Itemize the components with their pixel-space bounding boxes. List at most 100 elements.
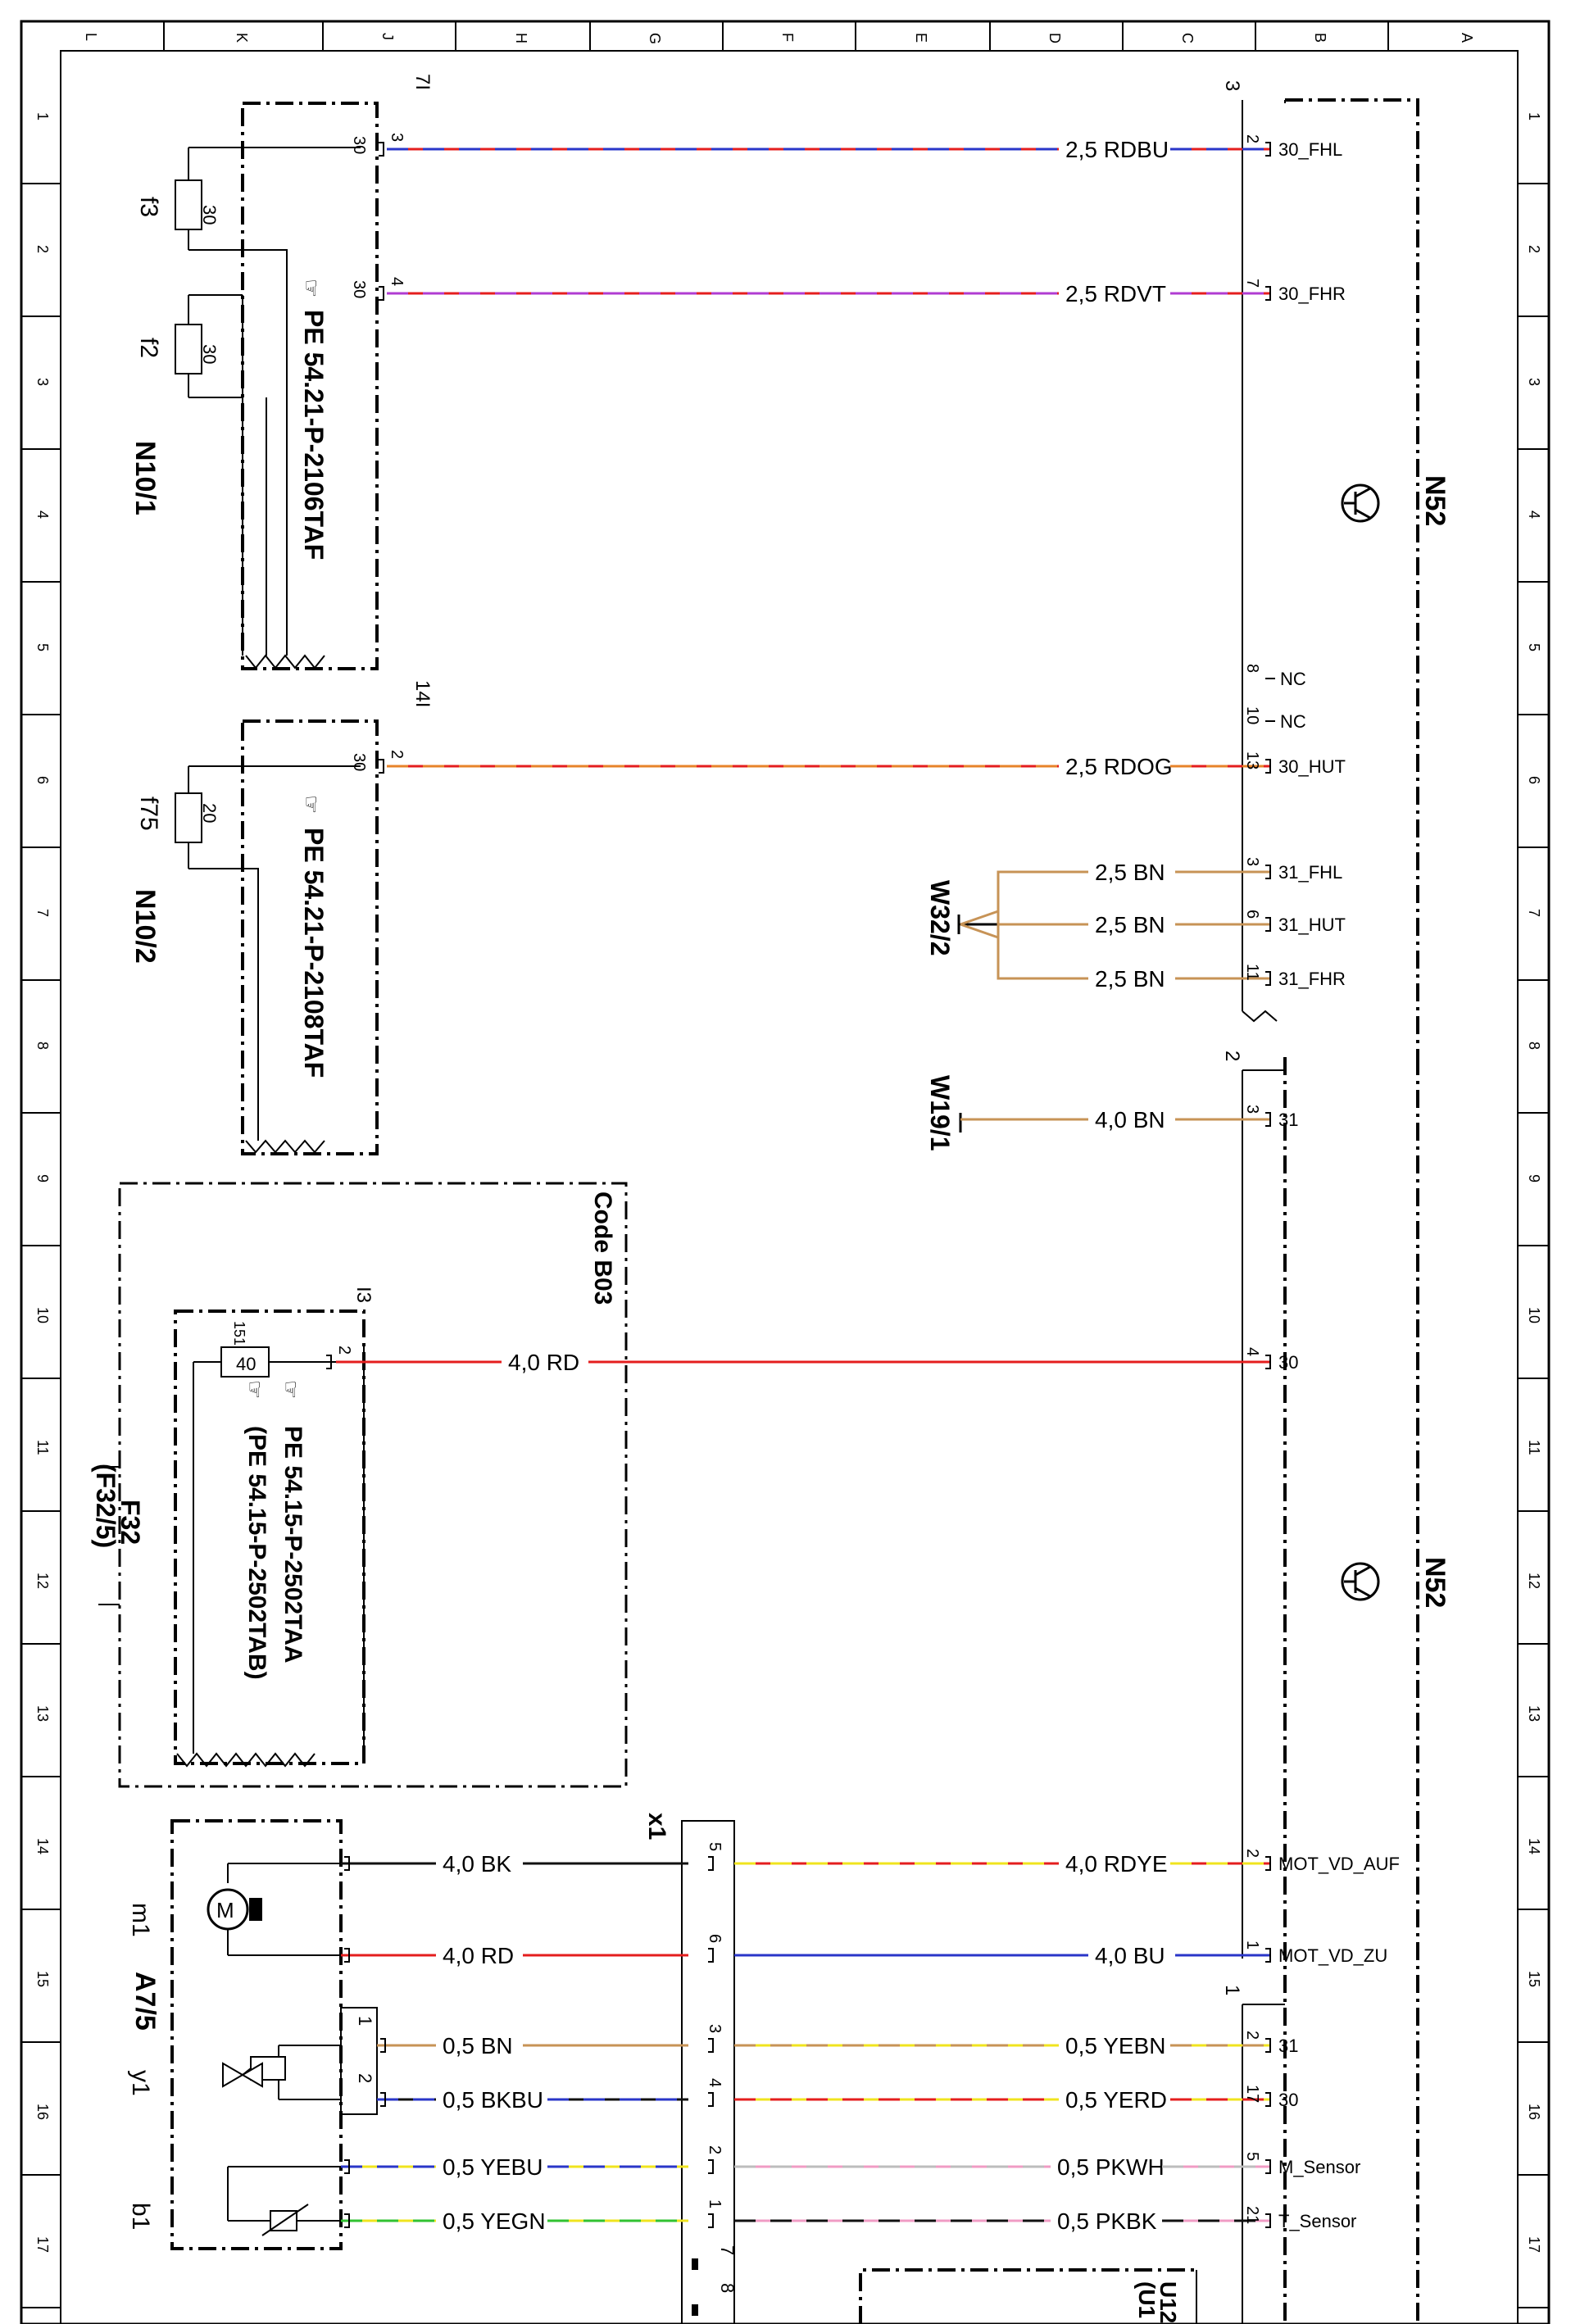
- x1-pin: [708, 1856, 714, 1871]
- a7-5-pin-1: 1: [355, 2016, 375, 2026]
- right-pin-number: 1: [1243, 1940, 1261, 1950]
- a7-5-module: M m1 A7/5 y1 b1 1 2: [127, 1819, 378, 2250]
- m1-label: m1: [127, 1903, 154, 1937]
- row-label-right: 4: [1526, 511, 1542, 519]
- signal-name: 30_HUT: [1278, 756, 1346, 777]
- w19-1-ground: W19/1: [925, 1075, 962, 1151]
- right-connector-pin: [1265, 1856, 1271, 1871]
- right-pin-number: 5: [1243, 2152, 1261, 2161]
- n52-modules: 3 2 1 N52 N52 U12 (U1: [859, 80, 1451, 2324]
- right-connector-pin: [1265, 1948, 1271, 1963]
- row-label-left: 5: [34, 643, 51, 651]
- right-connector-pin: [1265, 286, 1271, 301]
- a7-5-pin: [344, 1856, 350, 1871]
- row-label-right: 13: [1526, 1705, 1542, 1722]
- left-terminal: 30: [350, 753, 368, 771]
- wire-label-left: 4,0 BK: [443, 1851, 511, 1877]
- x1-pin-number: 5: [706, 1842, 724, 1851]
- motor-m-icon: M: [216, 1898, 234, 1922]
- n52-bot-connector: 1: [1221, 1985, 1243, 1995]
- right-pin-number: 4: [1243, 1347, 1261, 1356]
- x1-pin-8: 8: [717, 2283, 738, 2293]
- right-connector-pin: [1265, 759, 1271, 774]
- a7-5-pin: [344, 2159, 350, 2174]
- a7-5-pin: [344, 1948, 350, 1963]
- wire-label: 2,5 RDOG: [1065, 754, 1173, 779]
- right-pin-number: 2: [1243, 2031, 1261, 2040]
- wire-label: 0,5 YEBN: [1065, 2033, 1165, 2058]
- right-connector-pin: [1265, 2092, 1271, 2107]
- left-pin-number: 3: [388, 133, 406, 142]
- n10-1-reference: PE 54.21-P-2106TAF: [299, 310, 329, 560]
- x1-pin-number: 4: [706, 2078, 724, 2087]
- n10-2-reference-icon: ☞: [299, 795, 324, 814]
- fuse-f2-value: 30: [199, 344, 220, 364]
- n52-top-connector: 3: [1221, 80, 1243, 91]
- transistor-icon-top: [1341, 483, 1380, 523]
- n10-2-connector: 14I: [411, 680, 434, 707]
- row-label-right: 8: [1526, 1042, 1542, 1050]
- n52-label-top: N52: [1419, 475, 1451, 526]
- left-terminal: 30: [350, 136, 368, 154]
- left-pin-number: 2: [335, 1346, 353, 1355]
- a7-5-pin-2: 2: [355, 2073, 375, 2083]
- left-pin-number: 4: [388, 277, 406, 286]
- f32-reference-1: PE 54.15-P-2502TAA: [279, 1426, 306, 1664]
- right-pin-number: 3: [1243, 857, 1261, 866]
- row-label-left: 15: [34, 1971, 51, 1987]
- n10-2-label: N10/2: [129, 889, 161, 964]
- u1-label: (U1: [1134, 2281, 1160, 2318]
- wire-label: 2,5 BN: [1095, 860, 1165, 885]
- signal-name: 31_FHR: [1278, 969, 1346, 989]
- a7-5-pin: [380, 2038, 386, 2053]
- row-label-right: 14: [1526, 1838, 1542, 1854]
- row-label-right: 17: [1526, 2236, 1542, 2253]
- nc-pin-number: 10: [1243, 706, 1261, 724]
- row-label-left: 6: [34, 776, 51, 784]
- row-label-left: 12: [34, 1573, 51, 1589]
- left-connector-pin: [379, 142, 384, 157]
- signal-name: MOT_VD_AUF: [1278, 1854, 1400, 1874]
- transistor-icon-mid: [1341, 1562, 1380, 1601]
- n10-1-connector: 7I: [411, 74, 434, 90]
- wire-label: 0,5 YERD: [1065, 2087, 1167, 2113]
- x1-label: x1: [643, 1813, 670, 1840]
- row-label-right: 15: [1526, 1971, 1542, 1987]
- a7-5-pin: [380, 2092, 386, 2107]
- nc-signal: NC: [1280, 711, 1306, 732]
- x1-connector: x1 7 8: [643, 1813, 738, 2324]
- n10-1-module: 30 f3 30 f2 N10/1 PE 54.21-P-2106TAF ☞ 7…: [129, 74, 434, 670]
- wire-label: 4,0 BN: [1095, 1107, 1165, 1132]
- x1-pin: [708, 2038, 714, 2053]
- wire-label: 0,5 PKWH: [1057, 2154, 1165, 2180]
- wire-label-left: 0,5 YEGN: [443, 2208, 546, 2234]
- x1-pin-number: 1: [706, 2199, 724, 2208]
- x1-pin-7: 7: [717, 2245, 738, 2255]
- row-label-left: 8: [34, 1042, 51, 1050]
- column-label: F: [779, 33, 796, 42]
- column-label: B: [1312, 33, 1328, 43]
- signal-name: 30_FHR: [1278, 284, 1346, 304]
- right-pin-number: 2: [1243, 1849, 1261, 1858]
- wire-label-left: 0,5 BKBU: [443, 2087, 543, 2113]
- column-label: G: [647, 33, 663, 44]
- row-label-left: 17: [34, 2236, 51, 2253]
- n10-1-label: N10/1: [129, 441, 161, 515]
- f32-reference-2: (PE 54.15-P-2502TAB): [243, 1426, 270, 1680]
- right-pin-number: 11: [1243, 964, 1261, 981]
- fuse-f75-name: f75: [135, 797, 162, 831]
- left-connector-pin: [326, 1355, 332, 1369]
- a7-5-label: A7/5: [129, 1972, 161, 2031]
- nc-signal: NC: [1280, 669, 1306, 689]
- n52-label-mid: N52: [1419, 1557, 1451, 1608]
- left-terminal: 30: [350, 280, 368, 298]
- row-label-left: 9: [34, 1174, 51, 1182]
- row-label-left: 10: [34, 1307, 51, 1323]
- row-label-right: 10: [1526, 1307, 1542, 1323]
- f32-reference-icon-2: ☞: [243, 1380, 267, 1399]
- w19-1-label: W19/1: [925, 1075, 955, 1151]
- n52-mid-connector: 2: [1221, 1051, 1243, 1061]
